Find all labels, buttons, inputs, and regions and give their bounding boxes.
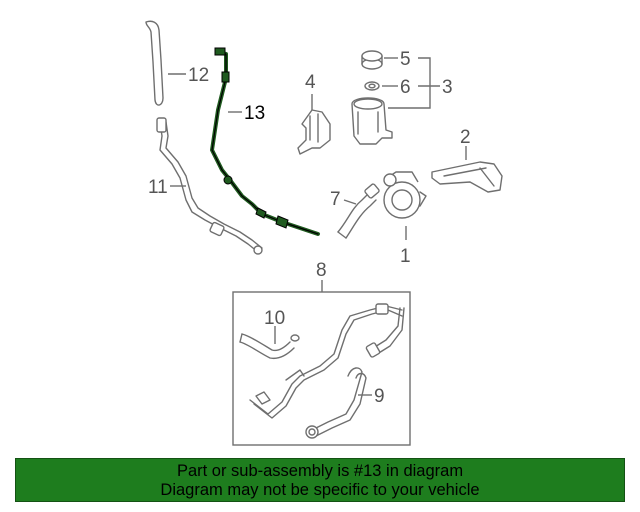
part-4-bracket[interactable] <box>297 109 331 155</box>
callout-7-leader <box>343 199 357 205</box>
part-11-line[interactable] <box>156 117 263 255</box>
callout-7[interactable]: 7 <box>330 189 341 210</box>
part-10-hose[interactable] <box>239 333 300 360</box>
part-notice-banner: Part or sub-assembly is #13 in diagram D… <box>15 458 625 502</box>
callout-11[interactable]: 11 <box>148 177 168 198</box>
part-3-reservoir[interactable] <box>351 97 393 145</box>
part-2-bracket[interactable] <box>431 161 503 193</box>
callout-6[interactable]: 6 <box>400 77 411 98</box>
part-6-seal[interactable] <box>364 81 380 91</box>
callout-1[interactable]: 1 <box>400 246 411 267</box>
callout-12[interactable]: 12 <box>188 65 209 86</box>
part-1-pump[interactable] <box>383 171 427 219</box>
callout-10[interactable]: 10 <box>264 308 285 329</box>
part-5-cap[interactable] <box>361 50 383 70</box>
callout-4[interactable]: 4 <box>305 72 316 93</box>
banner-line-1: Part or sub-assembly is #13 in diagram <box>176 462 464 480</box>
parts-diagram: 12 11 13 4 5 6 <box>145 20 503 446</box>
callout-5[interactable]: 5 <box>400 49 411 70</box>
callout-13[interactable]: 13 <box>244 103 265 124</box>
callout-9[interactable]: 9 <box>374 386 385 407</box>
callout-8[interactable]: 8 <box>316 260 327 281</box>
part-13-hose[interactable] <box>210 47 320 236</box>
part-9-hose[interactable] <box>305 367 367 439</box>
part-7-hose[interactable] <box>337 183 380 239</box>
part-8-pipe-assembly[interactable] <box>249 303 405 419</box>
callout-2[interactable]: 2 <box>460 127 471 148</box>
sub-assembly-box <box>232 291 411 446</box>
part-12-tube[interactable] <box>145 20 164 106</box>
banner-line-2: Diagram may not be specific to your vehi… <box>160 481 480 499</box>
callout-3-bracket <box>388 57 440 109</box>
callout-3[interactable]: 3 <box>442 77 453 98</box>
